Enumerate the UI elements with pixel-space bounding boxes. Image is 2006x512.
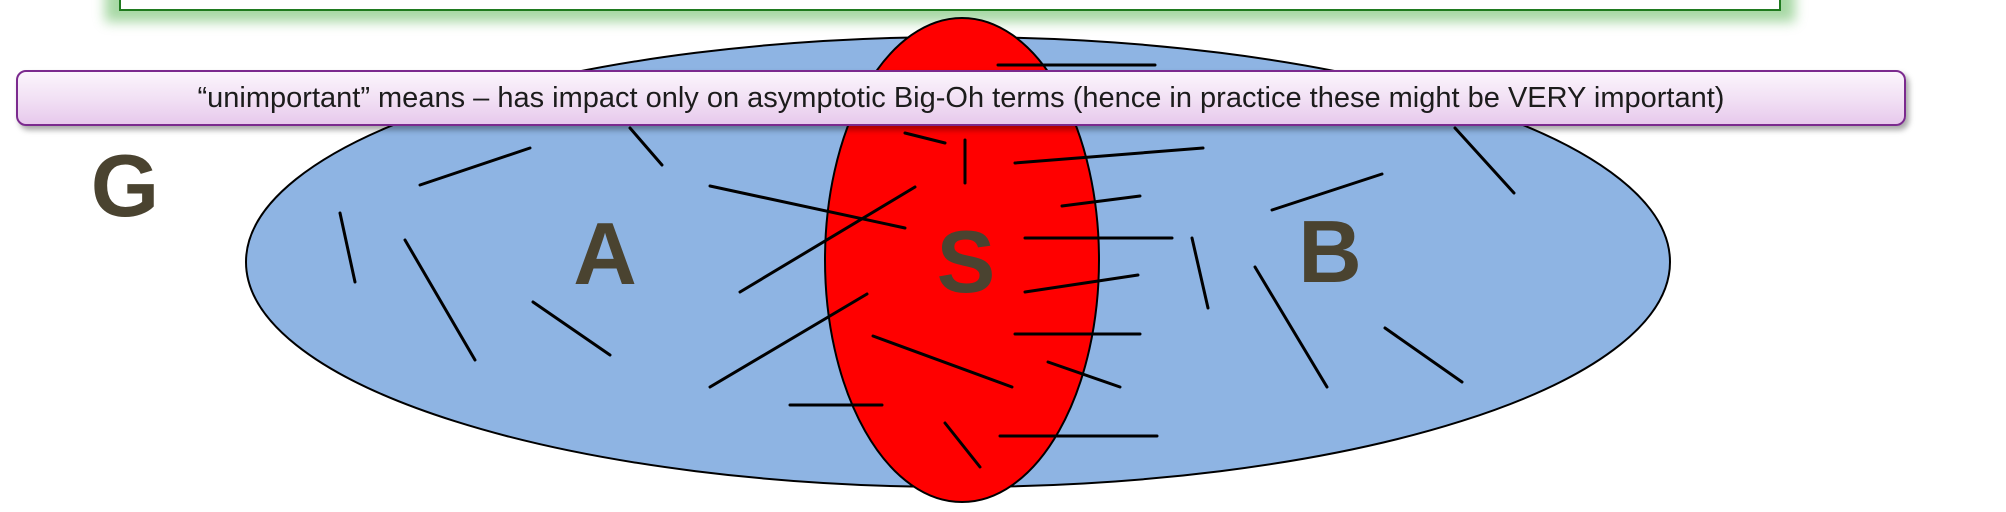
edge <box>418 146 532 187</box>
edge <box>1383 326 1464 384</box>
part-a-label: A <box>573 204 637 303</box>
separator-ellipse <box>824 17 1100 503</box>
graph-label: G <box>91 136 159 235</box>
edge <box>903 131 947 145</box>
part-b-label: B <box>1298 202 1362 301</box>
edge <box>1060 194 1142 208</box>
edge <box>1023 273 1140 294</box>
callout-text: “unimportant” means – has impact only on… <box>197 81 1725 114</box>
edge <box>1253 265 1329 389</box>
edge <box>1453 126 1516 195</box>
edge <box>708 184 907 230</box>
edge <box>871 334 1014 389</box>
definition-callout: “unimportant” means – has impact only on… <box>16 70 1906 126</box>
edge <box>708 292 869 389</box>
edge <box>1013 146 1205 165</box>
top-green-box <box>105 0 1795 22</box>
edge <box>1190 236 1210 310</box>
separator-label: S <box>937 212 996 311</box>
edge <box>403 238 477 362</box>
edge <box>943 421 982 469</box>
edge <box>628 126 664 167</box>
edge <box>1046 360 1122 389</box>
graph-edges <box>338 63 1516 469</box>
edge <box>738 185 917 294</box>
edge <box>531 300 612 357</box>
edge <box>1270 172 1384 212</box>
edge <box>338 211 357 284</box>
